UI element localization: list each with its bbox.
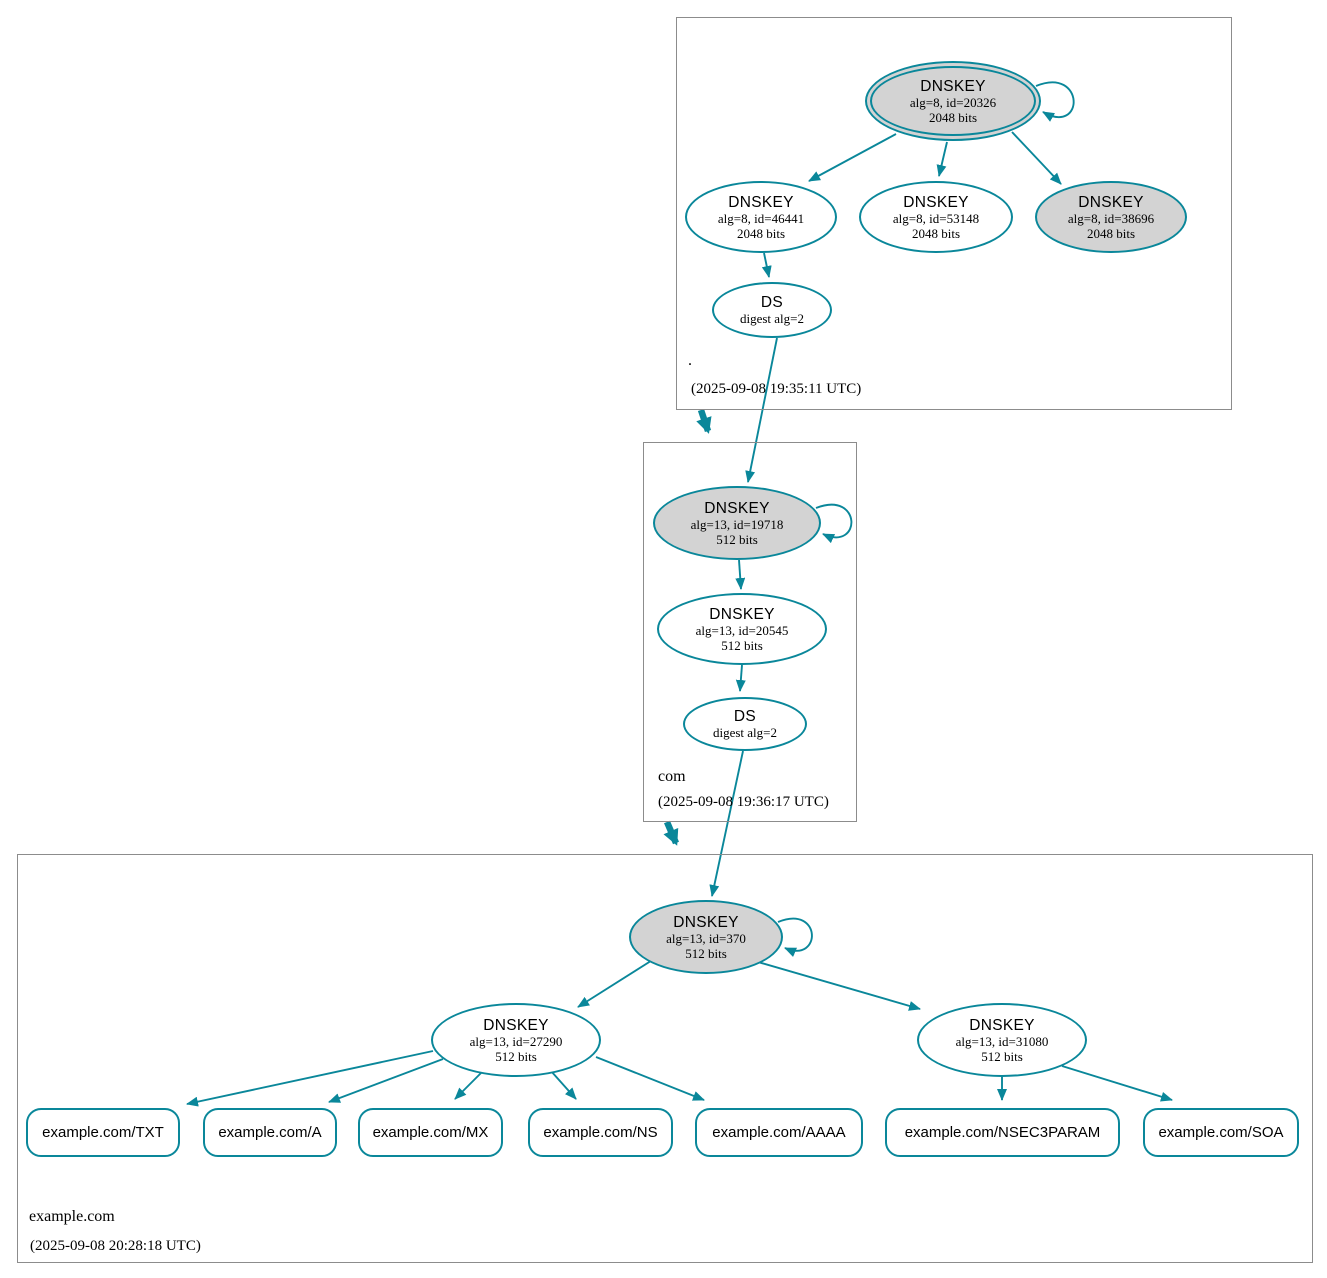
edge-dnskey27290-to-aaaa: [595, 1056, 705, 1101]
edge-dnskey20326-to-dnskey38696: [1011, 131, 1062, 185]
node-title: DNSKEY: [483, 1016, 549, 1034]
rrset-example-com-aaaa[interactable]: example.com/AAAA: [695, 1108, 863, 1157]
zone-box-example-com: [17, 854, 1313, 1263]
node-bits: 2048 bits: [928, 109, 978, 125]
node-digest-alg: digest alg=2: [712, 725, 778, 740]
zone-box-com: [643, 442, 857, 822]
node-alg-id: alg=13, id=19718: [690, 516, 784, 532]
zone-label-root: .: [688, 352, 692, 369]
node-bits: 512 bits: [981, 1048, 1023, 1064]
node-dnskey-20326[interactable]: DNSKEY alg=8, id=20326 2048 bits: [865, 61, 1041, 141]
rrset-label: example.com/NSEC3PARAM: [904, 1124, 1101, 1141]
node-title: DNSKEY: [704, 499, 770, 517]
node-title: DS: [733, 708, 757, 725]
node-title: DNSKEY: [709, 605, 775, 623]
node-title: DNSKEY: [903, 193, 969, 211]
node-title: DNSKEY: [728, 193, 794, 211]
node-dnskey-19718[interactable]: DNSKEY alg=13, id=19718 512 bits: [653, 486, 821, 560]
rrset-example-com-mx[interactable]: example.com/MX: [358, 1108, 503, 1157]
rrset-example-com-soa[interactable]: example.com/SOA: [1143, 1108, 1299, 1157]
rrset-label: example.com/SOA: [1158, 1124, 1284, 1141]
zone-box-root: [676, 17, 1232, 410]
edge-dnskey370-to-dnskey31080: [757, 961, 921, 1011]
node-alg-id: alg=8, id=38696: [1067, 210, 1155, 226]
rrset-example-com-txt[interactable]: example.com/TXT: [26, 1108, 180, 1157]
edge-dnskey46441-to-ds-root: [761, 252, 772, 278]
delegation-arrow-com-to-example: [663, 820, 679, 846]
node-alg-id: alg=8, id=20326: [909, 94, 997, 110]
node-dnskey-46441[interactable]: DNSKEY alg=8, id=46441 2048 bits: [685, 181, 837, 253]
delegation-arrow-root-to-com: [696, 408, 712, 434]
rrset-label: example.com/A: [218, 1124, 322, 1141]
rrset-example-com-nsec3param[interactable]: example.com/NSEC3PARAM: [885, 1108, 1120, 1157]
rrset-example-com-a[interactable]: example.com/A: [203, 1108, 337, 1157]
node-title: DNSKEY: [969, 1016, 1035, 1034]
zone-timestamp-com: (2025-09-08 19:36:17 UTC): [658, 794, 829, 810]
rrset-label: example.com/TXT: [42, 1124, 164, 1141]
node-dnskey-20545[interactable]: DNSKEY alg=13, id=20545 512 bits: [657, 593, 827, 665]
edge-ds-root-to-dnskey19718: [745, 337, 778, 483]
node-alg-id: alg=13, id=27290: [469, 1033, 563, 1049]
node-ds-com[interactable]: DS digest alg=2: [683, 697, 807, 751]
rrset-label: example.com/AAAA: [712, 1124, 846, 1141]
edge-dnskey27290-to-a: [328, 1058, 444, 1103]
edge-dnskey27290-to-mx: [454, 1070, 484, 1100]
node-bits: 512 bits: [716, 531, 758, 547]
node-dnskey-31080[interactable]: DNSKEY alg=13, id=31080 512 bits: [917, 1003, 1087, 1077]
self-loop-dnskey19718: [815, 503, 853, 544]
rrset-label: example.com/NS: [543, 1124, 658, 1141]
rrset-label: example.com/MX: [372, 1124, 489, 1141]
rrset-example-com-ns[interactable]: example.com/NS: [528, 1108, 673, 1157]
node-alg-id: alg=8, id=53148: [892, 210, 980, 226]
edge-dnskey19718-to-dnskey20545: [735, 559, 746, 590]
edge-dnskey31080-to-soa: [1061, 1065, 1173, 1102]
node-title: DS: [760, 294, 784, 311]
self-loop-dnskey20326: [1035, 81, 1075, 122]
zone-timestamp-root: (2025-09-08 19:35:11 UTC): [691, 381, 862, 397]
node-ds-root[interactable]: DS digest alg=2: [712, 282, 832, 338]
node-dnskey-27290[interactable]: DNSKEY alg=13, id=27290 512 bits: [431, 1003, 601, 1077]
node-dnskey-53148[interactable]: DNSKEY alg=8, id=53148 2048 bits: [859, 181, 1013, 253]
node-bits: 2048 bits: [736, 225, 786, 241]
zone-label-com: com: [658, 768, 686, 785]
zone-timestamp-example-com: (2025-09-08 20:28:18 UTC): [30, 1238, 201, 1254]
node-bits: 512 bits: [685, 945, 727, 961]
node-dnskey-38696[interactable]: DNSKEY alg=8, id=38696 2048 bits: [1035, 181, 1187, 253]
edge-ds-com-to-dnskey370: [709, 750, 744, 897]
node-bits: 2048 bits: [1086, 225, 1136, 241]
edge-dnskey20326-to-dnskey53148: [936, 141, 948, 177]
node-bits: 512 bits: [721, 637, 763, 653]
node-dnskey-370[interactable]: DNSKEY alg=13, id=370 512 bits: [629, 900, 783, 974]
node-title: DNSKEY: [920, 77, 986, 95]
edge-dnskey20326-to-dnskey46441: [808, 133, 897, 182]
node-alg-id: alg=13, id=370: [666, 930, 746, 946]
node-digest-alg: digest alg=2: [739, 311, 805, 326]
node-alg-id: alg=13, id=20545: [695, 622, 789, 638]
node-title: DNSKEY: [1078, 193, 1144, 211]
zone-label-example-com: example.com: [29, 1208, 115, 1225]
node-bits: 2048 bits: [911, 225, 961, 241]
edge-dnskey370-to-dnskey27290: [577, 958, 655, 1008]
node-bits: 512 bits: [495, 1048, 537, 1064]
node-title: DNSKEY: [673, 913, 739, 931]
edge-dnskey27290-to-txt: [186, 1050, 434, 1107]
node-alg-id: alg=13, id=31080: [955, 1033, 1049, 1049]
edge-dnskey27290-to-ns: [550, 1070, 577, 1100]
self-loop-dnskey370: [777, 917, 813, 957]
node-alg-id: alg=8, id=46441: [717, 210, 805, 226]
edge-dnskey20545-to-ds-com: [735, 664, 746, 692]
